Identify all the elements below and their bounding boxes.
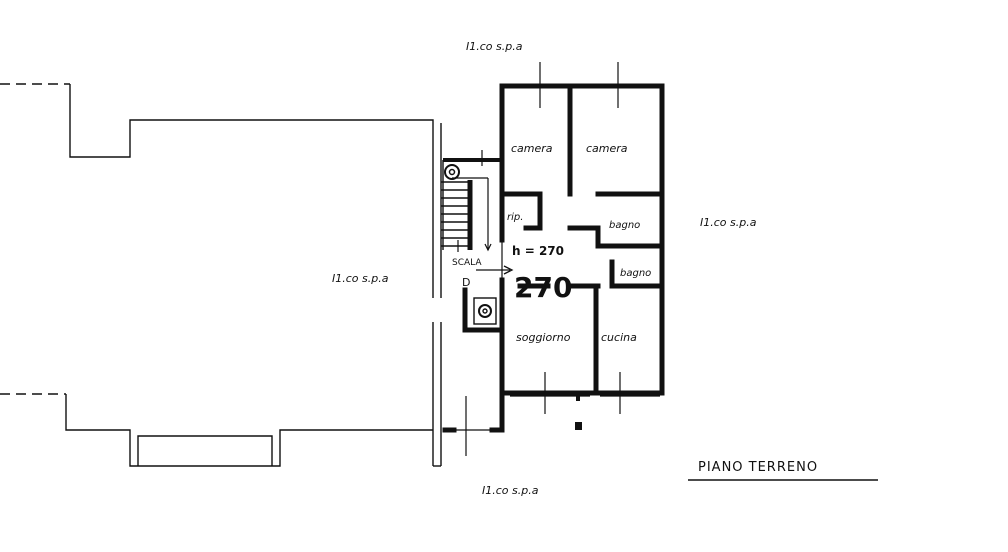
chimney-circle-top [444, 164, 460, 180]
apartment-walls [442, 83, 665, 433]
room-label-cucina: cucina [601, 331, 637, 344]
room-label-soggiorno: soggiorno [516, 331, 571, 344]
window-marks [454, 62, 660, 456]
neighbor-label-bottom: I1.co s.p.a [482, 484, 539, 497]
neighbor-label-top: I1.co s.p.a [466, 40, 523, 53]
chimney-circle-bottom [473, 297, 497, 325]
stairwell [441, 158, 500, 252]
room-label-bagno-upper: bagno [609, 220, 640, 231]
height-note: h = 270 [512, 244, 564, 258]
stair-letter: D [462, 276, 470, 289]
pillar-mark-1 [575, 422, 582, 430]
left-building-outline [0, 83, 442, 467]
entrance-arrow [476, 265, 514, 275]
neighbor-label-right: I1.co s.p.a [700, 216, 757, 229]
room-label-bagno-lower: bagno [620, 268, 651, 279]
room-label-camera-left: camera [511, 142, 553, 155]
room-label-ripostiglio: rip. [507, 212, 523, 223]
room-label-camera-right: camera [586, 142, 628, 155]
height-big: 270 [514, 271, 572, 304]
neighbor-label-left: I1.co s.p.a [332, 272, 389, 285]
stair-label: SCALA [452, 258, 482, 268]
plan-title: PIANO TERRENO [698, 460, 818, 475]
pillar-mark-2 [576, 396, 580, 401]
